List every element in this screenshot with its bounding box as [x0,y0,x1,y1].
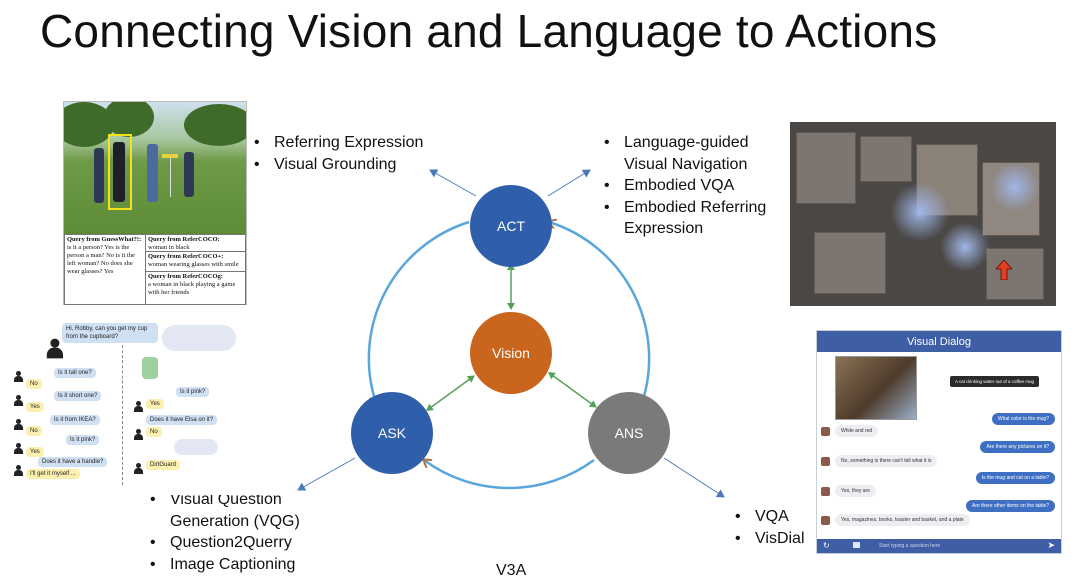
answer-bubble: I'll get it myself ... [26,469,80,479]
pointer-ans-bottomright [663,457,725,498]
cycle-arrow-ans-to-act [549,222,651,404]
bot-icon [821,427,830,436]
ans-node: ANS [588,392,670,474]
question-message: What color is the mug? [991,413,1055,425]
human-avatar [134,429,143,440]
question-message: Are there any pictures on it? [980,441,1055,453]
task-item: Embodied VQA [602,175,766,197]
embodied-navigation-map [790,122,1056,306]
intro-bubble: Hi, Robby, can you get my cup from the c… [62,323,158,343]
question-bubble: Is it short one? [54,391,102,401]
footer-label: V3A [496,562,527,579]
referring-expression-example: Query from GuessWhat?!:is it a person? Y… [63,101,247,306]
dialog-input-bar[interactable]: ↻ Start typing a question here ➤ [817,539,1061,553]
task-item: VQA [733,506,805,528]
send-icon[interactable]: ➤ [1047,540,1055,550]
vision-ans-link [547,372,597,408]
thought-cloud [174,439,218,455]
bot-icon [821,457,830,466]
human-avatar [14,371,23,382]
question-bubble: Does it have Elsa on it? [146,415,218,425]
bot-icon [821,487,830,496]
refercocog-query: Query from ReferCOCOg:a woman in black p… [145,271,246,305]
dialog-image [835,356,917,420]
answer-message: Yes, they are [835,485,877,497]
act-left-task-list: Referring Expression Visual Grounding [252,132,423,175]
robot-avatar [142,357,158,379]
agent-position-arrow [996,260,1012,280]
vision-ask-link [425,375,475,411]
query-table: Query from GuessWhat?!:is it a person? Y… [64,234,246,305]
answer-bubble: No [26,379,42,389]
answer-bubble: No [26,426,42,436]
target-bounding-box [108,134,132,210]
visual-dialog-window: Visual Dialog A cat drinking water out o… [816,330,1062,554]
task-item: VisDial [733,528,805,550]
ans-task-list: VQA VisDial [733,506,805,549]
human-avatar [134,401,143,412]
question-bubble: Is it from IKEA? [50,415,100,425]
answer-message: White and red [835,425,879,437]
answer-message: Yes, magazines, books, toaster and baske… [835,514,970,526]
task-item: Visual Grounding [252,154,423,176]
question-bubble: Is it pink? [176,387,210,397]
refercocoplus-query: Query from ReferCOCO+:woman wearing glas… [145,251,246,272]
human-avatar [14,465,23,476]
visual-dialog-header: Visual Dialog [817,331,1061,352]
task-item: Referring Expression [252,132,423,154]
question-bubble: Is it tall one? [54,368,96,378]
human-avatar [46,338,63,359]
frisbee-golf-photo [64,102,246,234]
ask-node: ASK [351,392,433,474]
refercoco-query: Query from ReferCOCO:woman in black [145,234,246,252]
task-item: Question2Querry [148,532,300,554]
thought-cloud [162,325,236,351]
image-caption: A cat drinking water out of a coffee mug [950,376,1039,387]
pointer-act-topleft [429,169,477,197]
guesswhat-query: Query from GuessWhat?!:is it a person? Y… [64,234,146,305]
pointer-ask-bottomleft [297,457,356,491]
cycle-arrow-ask-to-ans [424,460,595,490]
human-avatar [14,419,23,430]
bot-icon [821,516,830,525]
human-avatar [134,463,143,474]
image-icon[interactable] [853,542,860,548]
answer-bubble: Yes [26,447,44,457]
answer-bubble: Yes [146,399,164,409]
refresh-icon[interactable]: ↻ [823,541,830,550]
question-generation-example: Hi, Robby, can you get my cup from the c… [10,305,295,495]
question-message: Are there other items on the table? [966,500,1055,512]
answer-bubble: Yes [26,402,44,412]
task-item: Image Captioning [148,554,300,576]
answer-bubble: DirtGuard [146,460,181,470]
question-bubble: Is it pink? [66,435,100,445]
answer-message: No, something is there can't tell what i… [835,455,938,467]
human-avatar [14,395,23,406]
act-node: ACT [470,185,552,267]
vision-node: Vision [470,312,552,394]
question-bubble: Does it have a handle? [38,457,108,467]
answer-bubble: No [146,427,162,437]
human-avatar [14,443,23,454]
question-message: Is the mug and cat on a table? [975,472,1055,484]
cycle-arrow-act-to-ask [367,220,470,403]
pointer-act-topright [547,169,591,197]
slide-title: Connecting Vision and Language to Action… [40,5,938,57]
question-input[interactable]: Start typing a question here [879,543,941,549]
